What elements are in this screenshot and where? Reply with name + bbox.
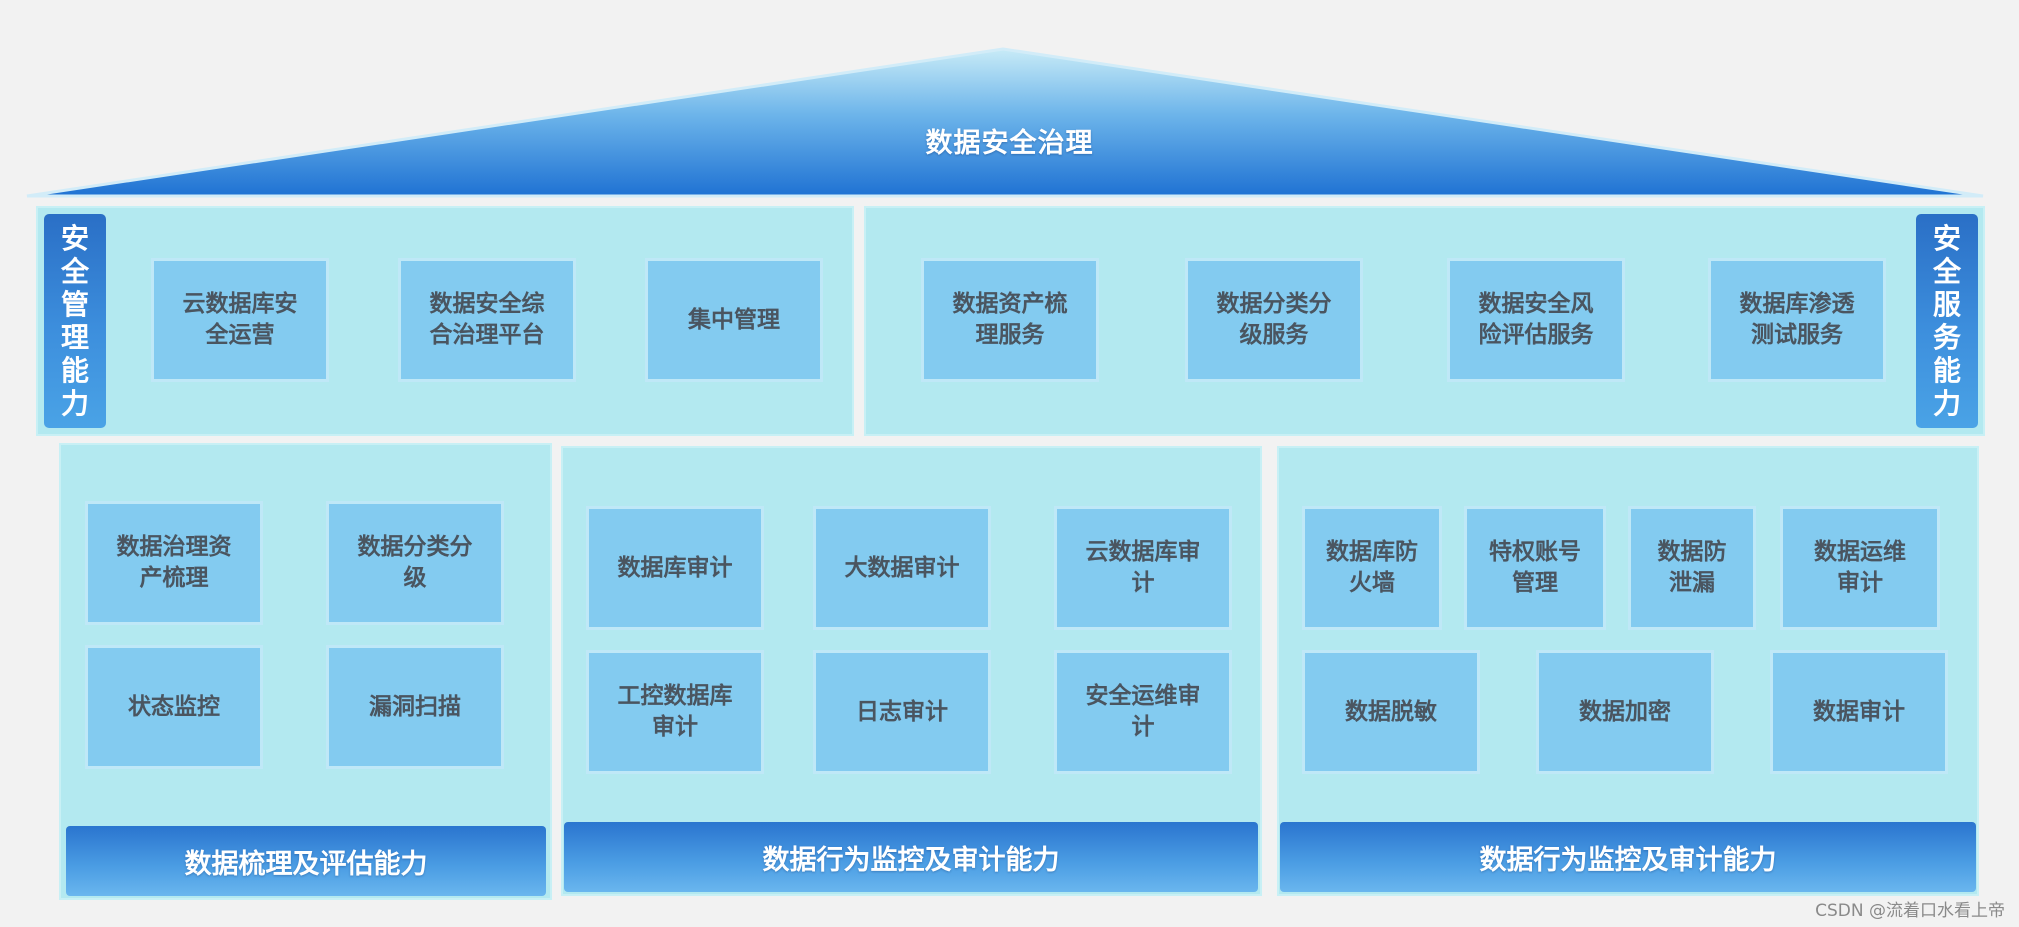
box-penetration-test-service: 数据库渗透 测试服务 xyxy=(1708,258,1886,382)
side-label-char: 全 xyxy=(60,255,89,288)
side-label-char: 服 xyxy=(1932,288,1961,321)
box-dlp: 数据防 泄漏 xyxy=(1628,506,1756,630)
box-central-management: 集中管理 xyxy=(645,258,823,382)
box-cloud-db-audit: 云数据库审 计 xyxy=(1054,506,1232,630)
box-vulnerability-scan: 漏洞扫描 xyxy=(326,645,504,769)
page-title: 数据安全治理 xyxy=(925,128,1094,159)
box-data-encryption: 数据加密 xyxy=(1536,650,1714,774)
box-data-audit: 数据审计 xyxy=(1770,650,1948,774)
box-asset-sorting-service: 数据资产梳 理服务 xyxy=(921,258,1099,382)
side-label-char: 安 xyxy=(60,222,89,255)
footer-assessment: 数据梳理及评估能力 xyxy=(66,826,546,896)
side-label-management: 安全管理能力 xyxy=(44,214,106,428)
box-classification-service: 数据分类分 级服务 xyxy=(1185,258,1363,382)
side-label-char: 安 xyxy=(1932,222,1961,255)
roof-triangle xyxy=(26,47,1984,198)
footer-audit: 数据行为监控及审计能力 xyxy=(564,822,1258,892)
box-db-audit: 数据库审计 xyxy=(586,506,764,630)
box-cloud-db-ops: 云数据库安 全运营 xyxy=(151,258,329,382)
box-log-audit: 日志审计 xyxy=(813,650,991,774)
box-data-masking: 数据脱敏 xyxy=(1302,650,1480,774)
side-label-char: 力 xyxy=(1932,387,1961,420)
box-bigdata-audit: 大数据审计 xyxy=(813,506,991,630)
side-label-service: 安全服务能力 xyxy=(1916,214,1978,428)
side-label-char: 能 xyxy=(60,354,89,387)
footer-protection: 数据行为监控及审计能力 xyxy=(1280,822,1976,892)
side-label-char: 能 xyxy=(1932,354,1961,387)
box-ops-audit: 安全运维审 计 xyxy=(1054,650,1232,774)
side-label-char: 力 xyxy=(60,387,89,420)
box-privileged-account: 特权账号 管理 xyxy=(1464,506,1606,630)
box-ops-audit-2: 数据运维 审计 xyxy=(1780,506,1940,630)
watermark: CSDN @流着口水看上帝 xyxy=(1815,901,2005,921)
side-label-char: 务 xyxy=(1932,321,1961,354)
box-data-classification: 数据分类分 级 xyxy=(326,501,504,625)
side-label-char: 理 xyxy=(60,321,89,354)
box-governance-platform: 数据安全综 合治理平台 xyxy=(398,258,576,382)
box-risk-assessment-service: 数据安全风 险评估服务 xyxy=(1447,258,1625,382)
side-label-char: 管 xyxy=(60,288,89,321)
box-status-monitoring: 状态监控 xyxy=(85,645,263,769)
box-db-firewall: 数据库防 火墙 xyxy=(1302,506,1442,630)
side-label-char: 全 xyxy=(1932,255,1961,288)
box-asset-governance: 数据治理资 产梳理 xyxy=(85,501,263,625)
box-ics-db-audit: 工控数据库 审计 xyxy=(586,650,764,774)
